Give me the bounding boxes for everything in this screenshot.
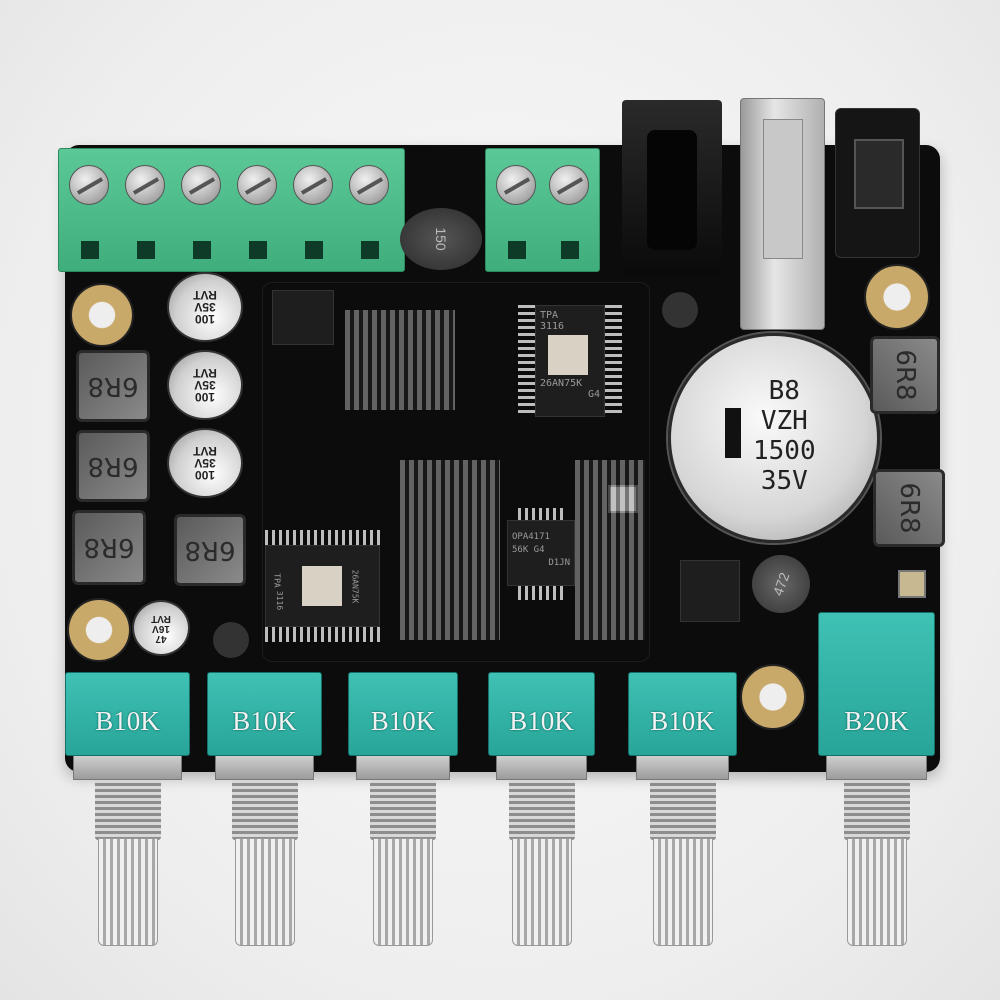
cap-label-line: 1500 [753, 436, 816, 466]
mounting-hole [740, 664, 806, 730]
potentiometer[interactable]: B10K [207, 672, 322, 756]
pot-thread [94, 780, 161, 840]
cap-label-line: 35V [760, 466, 808, 496]
amplifier-chip-top: TPA 3116 26AN75K G4 [535, 305, 605, 417]
cap-voltage: 35V [194, 378, 216, 392]
pot-label: B10K [650, 706, 715, 736]
cap-label-line: B8 [768, 376, 800, 406]
pot-label: B10K [370, 706, 436, 736]
chip-label: 3116 [275, 590, 285, 611]
chip-label: TPA [272, 573, 282, 588]
inductor-6r8: 6R8 [76, 350, 150, 422]
inductor-label: 6R8 [83, 532, 135, 563]
cap-series: RVT [193, 366, 217, 380]
cap-voltage: 35V [194, 300, 216, 314]
pot-shaft-knurled[interactable] [234, 838, 295, 946]
inductor-label: 6R8 [894, 482, 924, 534]
chip-label: OPA4171 [512, 532, 550, 542]
inductor-label: 6R8 [87, 371, 139, 401]
opamp-chip: OPA4171 56K G4 D1JN [507, 520, 575, 586]
potentiometer[interactable]: B10K [628, 672, 737, 756]
inductor-label: 6R8 [87, 451, 139, 481]
cap-voltage: 16V [152, 623, 170, 634]
usb-port[interactable] [740, 98, 825, 330]
pot-label: B10K [509, 706, 574, 736]
via-hole [662, 292, 698, 328]
pot-shaft-knurled[interactable] [846, 838, 907, 946]
mounting-hole [70, 283, 134, 347]
inductor-label: 150 [433, 227, 449, 251]
chip-label: 26AN75K [350, 569, 360, 604]
chip-label: 56K G4 [512, 545, 545, 555]
mounting-hole [864, 264, 930, 330]
inductor-6r8: 6R8 [870, 336, 940, 414]
inductor-6r8: 6R8 [72, 510, 146, 585]
cap-value: 100 [194, 312, 216, 326]
pot-label: B20K [844, 706, 909, 736]
audio-jack[interactable] [835, 108, 920, 258]
chip-label: G4 [587, 389, 600, 400]
cap-label-line: VZH [760, 406, 808, 436]
cap-series: RVT [193, 444, 217, 458]
pot-shaft-knurled[interactable] [373, 838, 433, 946]
cap-series: RVT [151, 613, 171, 624]
main-capacitor: B8 VZH 1500 35V [668, 333, 880, 543]
regulator-chip [680, 560, 740, 622]
chip-label: 26AN75K [540, 378, 583, 389]
pot-shaft-knurled[interactable] [97, 838, 158, 946]
inductor-6r8: 6R8 [76, 430, 150, 502]
antenna-connector [898, 570, 926, 598]
via-hole [213, 622, 249, 658]
dc-power-jack[interactable] [622, 100, 722, 275]
potentiometer[interactable]: B20K [818, 612, 935, 756]
chip-label: 3116 [540, 321, 565, 332]
pcb-trace-region [262, 282, 650, 662]
pot-bushing [826, 752, 927, 780]
pot-thread [649, 780, 716, 840]
pot-shaft-knurled[interactable] [652, 838, 713, 946]
cap-value: 100 [194, 390, 216, 404]
pot-thread [508, 780, 575, 840]
smd-components [345, 310, 455, 410]
mounting-hole [67, 598, 131, 662]
speaker-terminal-block[interactable] [58, 148, 405, 272]
cap-series: RVT [193, 288, 217, 302]
inductor-6r8: 6R8 [873, 469, 945, 547]
cap-value: 47 [155, 633, 167, 644]
pot-bushing [215, 752, 314, 780]
pot-label: B10K [95, 706, 160, 736]
potentiometer[interactable]: B10K [488, 672, 595, 756]
inductor-label: 472 [769, 570, 793, 598]
power-terminal-block[interactable] [485, 148, 600, 272]
pot-thread [843, 780, 910, 840]
pot-bushing [496, 752, 587, 780]
chip-label: TPA [540, 310, 559, 321]
pot-thread [231, 780, 298, 840]
inductor-6r8: 6R8 [174, 514, 246, 586]
small-chip [272, 290, 334, 345]
smd-components [400, 460, 500, 640]
pot-thread [370, 780, 436, 840]
inductor-label: 6R8 [184, 535, 236, 565]
pot-label: B10K [232, 706, 297, 736]
potentiometer[interactable]: B10K [348, 672, 458, 756]
pot-bushing [356, 752, 450, 780]
smd-components [575, 460, 645, 640]
potentiometer[interactable]: B10K [65, 672, 190, 756]
cap-voltage: 35V [194, 456, 216, 470]
chip-label: D1JN [548, 558, 570, 568]
inductor-150: 150 [400, 208, 482, 270]
cap-value: 100 [194, 468, 216, 482]
pot-bushing [73, 752, 182, 780]
pot-shaft-knurled[interactable] [511, 838, 572, 946]
pot-bushing [636, 752, 729, 780]
amplifier-chip-bottom: TPA 3116 26AN75K [265, 545, 380, 627]
inductor-label: 6R8 [890, 349, 920, 401]
